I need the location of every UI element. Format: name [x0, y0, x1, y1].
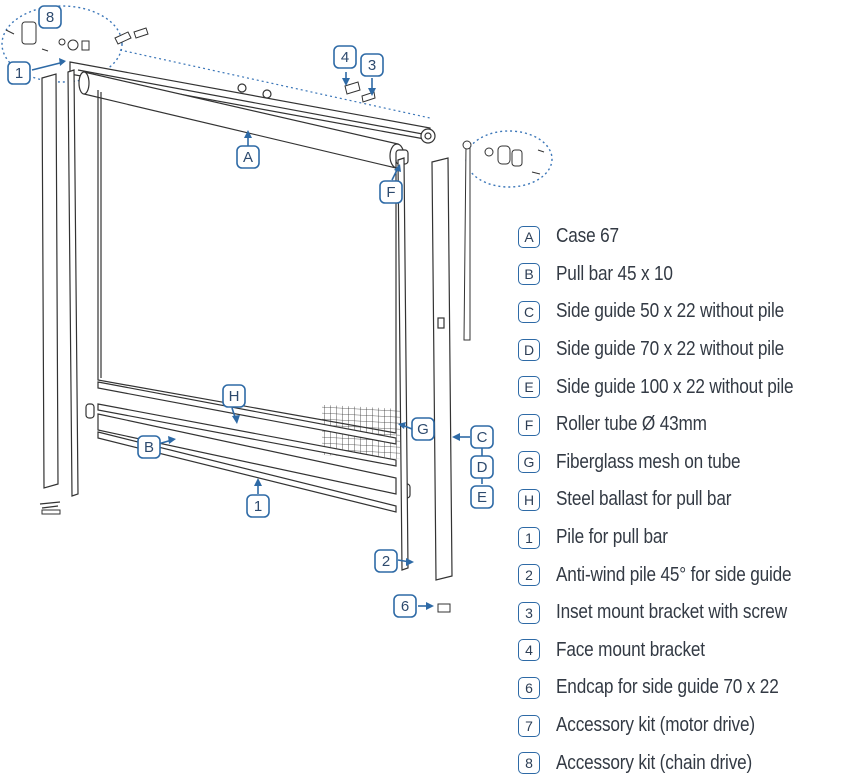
legend-key-badge: 6 [518, 676, 540, 699]
callout-6: 6 [401, 598, 409, 615]
legend-key-badge: E [518, 376, 540, 399]
pull-bar-assembly [85, 381, 411, 513]
legend-item: D Side guide 70 x 22 without pile [518, 331, 844, 369]
legend-label: Accessory kit (motor drive) [556, 714, 755, 737]
chain-drive [462, 140, 545, 341]
legend-item: 4 Face mount bracket [518, 632, 844, 670]
legend-label: Side guide 70 x 22 without pile [556, 338, 784, 361]
legend-key-badge: G [518, 451, 540, 474]
legend-label: Roller tube Ø 43mm [556, 413, 707, 436]
legend-key-badge: H [518, 488, 540, 511]
legend-item: 2 Anti-wind pile 45° for side guide [518, 556, 844, 594]
legend-key-badge: F [518, 413, 540, 436]
legend-item: H Steel ballast for pull bar [518, 481, 844, 519]
callout-H: H [229, 388, 240, 405]
legend-key-badge: 8 [518, 752, 540, 775]
legend-label: Accessory kit (chain drive) [556, 751, 753, 774]
legend-key-badge: 7 [518, 714, 540, 737]
legend-item: E Side guide 100 x 22 without pile [518, 368, 844, 406]
legend-label: Steel ballast for pull bar [556, 488, 732, 511]
case-67 [69, 61, 436, 144]
legend-key-badge: 1 [518, 526, 540, 549]
legend-key-badge: 3 [518, 601, 540, 624]
legend-item: 3 Inset mount bracket with screw [518, 594, 844, 632]
legend-label: Side guide 100 x 22 without pile [556, 375, 794, 398]
legend-label: Pile for pull bar [556, 526, 668, 549]
callout-E: E [477, 489, 487, 506]
legend-key-badge: 2 [518, 564, 540, 587]
callout-C: C [477, 429, 488, 446]
callout-4: 4 [341, 49, 349, 66]
legend-label: Fiberglass mesh on tube [556, 450, 741, 473]
left-side-guide [39, 69, 79, 509]
legend-key-badge: D [518, 338, 540, 361]
callout-B: B [144, 439, 154, 456]
callout-8: 8 [46, 9, 54, 26]
callout-2: 2 [382, 553, 390, 570]
accessory-kit-left-outline [1, 5, 123, 83]
legend-label: Inset mount bracket with screw [556, 601, 787, 624]
legend-item: 6 Endcap for side guide 70 x 22 [518, 669, 844, 707]
legend-item: A Case 67 [518, 218, 844, 256]
legend-label: Face mount bracket [556, 638, 705, 661]
callout-D: D [477, 459, 488, 476]
legend-item: 7 Accessory kit (motor drive) [518, 707, 844, 745]
callout-A: A [243, 149, 253, 166]
legend-item: F Roller tube Ø 43mm [518, 406, 844, 444]
callout-F: F [386, 184, 395, 201]
legend-key-badge: B [518, 263, 540, 286]
callout-labels: 8 1 4 3 A F H B 1 G C D E 2 6 [15, 9, 488, 615]
accessory-kit-right-outline [465, 130, 553, 188]
legend-key-badge: C [518, 300, 540, 323]
accessory-parts-left [5, 21, 149, 52]
callout-G: G [417, 421, 429, 438]
legend-item: G Fiberglass mesh on tube [518, 444, 844, 482]
legend-label: Side guide 50 x 22 without pile [556, 300, 784, 323]
legend-item: 1 Pile for pull bar [518, 519, 844, 557]
screen-fabric [97, 90, 397, 434]
legend-item: C Side guide 50 x 22 without pile [518, 293, 844, 331]
callout-3: 3 [368, 57, 376, 74]
callout-1-top: 1 [15, 65, 23, 82]
callout-badges [7, 5, 494, 618]
leader-arrows [31, 58, 483, 610]
callout-1-bottom: 1 [254, 498, 262, 515]
legend-item: B Pull bar 45 x 10 [518, 256, 844, 294]
legend-item: 8 Accessory kit (chain drive) [518, 744, 844, 782]
right-side-guide [397, 157, 453, 581]
legend-label: Endcap for side guide 70 x 22 [556, 676, 779, 699]
parts-legend: A Case 67 B Pull bar 45 x 10 C Side guide 50 … [518, 218, 844, 782]
legend-key-badge: A [518, 225, 540, 248]
legend-label: Anti-wind pile 45° for side guide [556, 563, 792, 586]
legend-label: Pull bar 45 x 10 [556, 262, 673, 285]
legend-key-badge: 4 [518, 639, 540, 662]
legend-label: Case 67 [556, 225, 619, 248]
